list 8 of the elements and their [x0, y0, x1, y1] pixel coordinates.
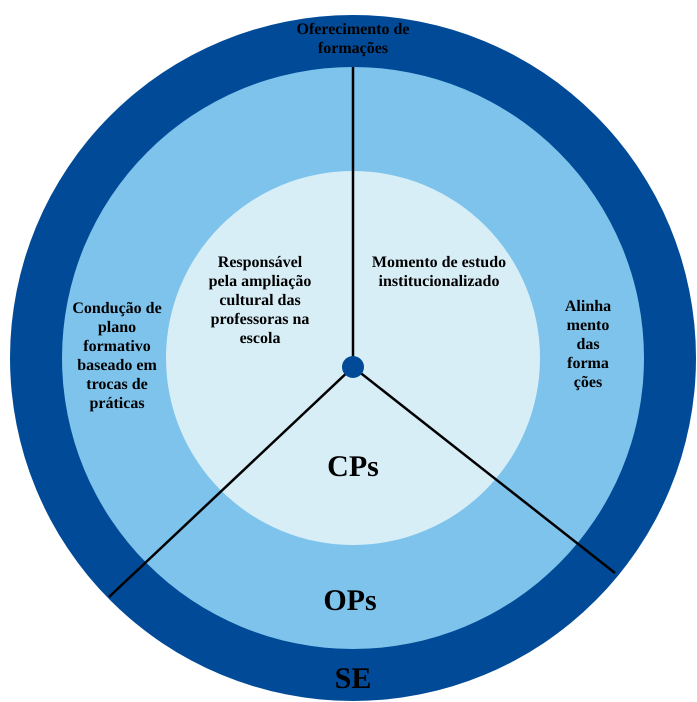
ring-text: Momento de estudo institucionalizado	[370, 253, 508, 291]
ring-text: Alinha mento das forma ções	[564, 297, 612, 392]
ring-text: Oferecimento de formações	[296, 20, 410, 58]
ring-title: OPs	[322, 584, 378, 618]
ring-text: Condução de plano formativo baseado em trocas de práticas	[71, 299, 163, 413]
ring-title: CPs	[326, 450, 380, 484]
ring-text: Responsável pela ampliação cultural das professoras na escola	[208, 253, 312, 348]
ring-title: SE	[334, 662, 372, 696]
